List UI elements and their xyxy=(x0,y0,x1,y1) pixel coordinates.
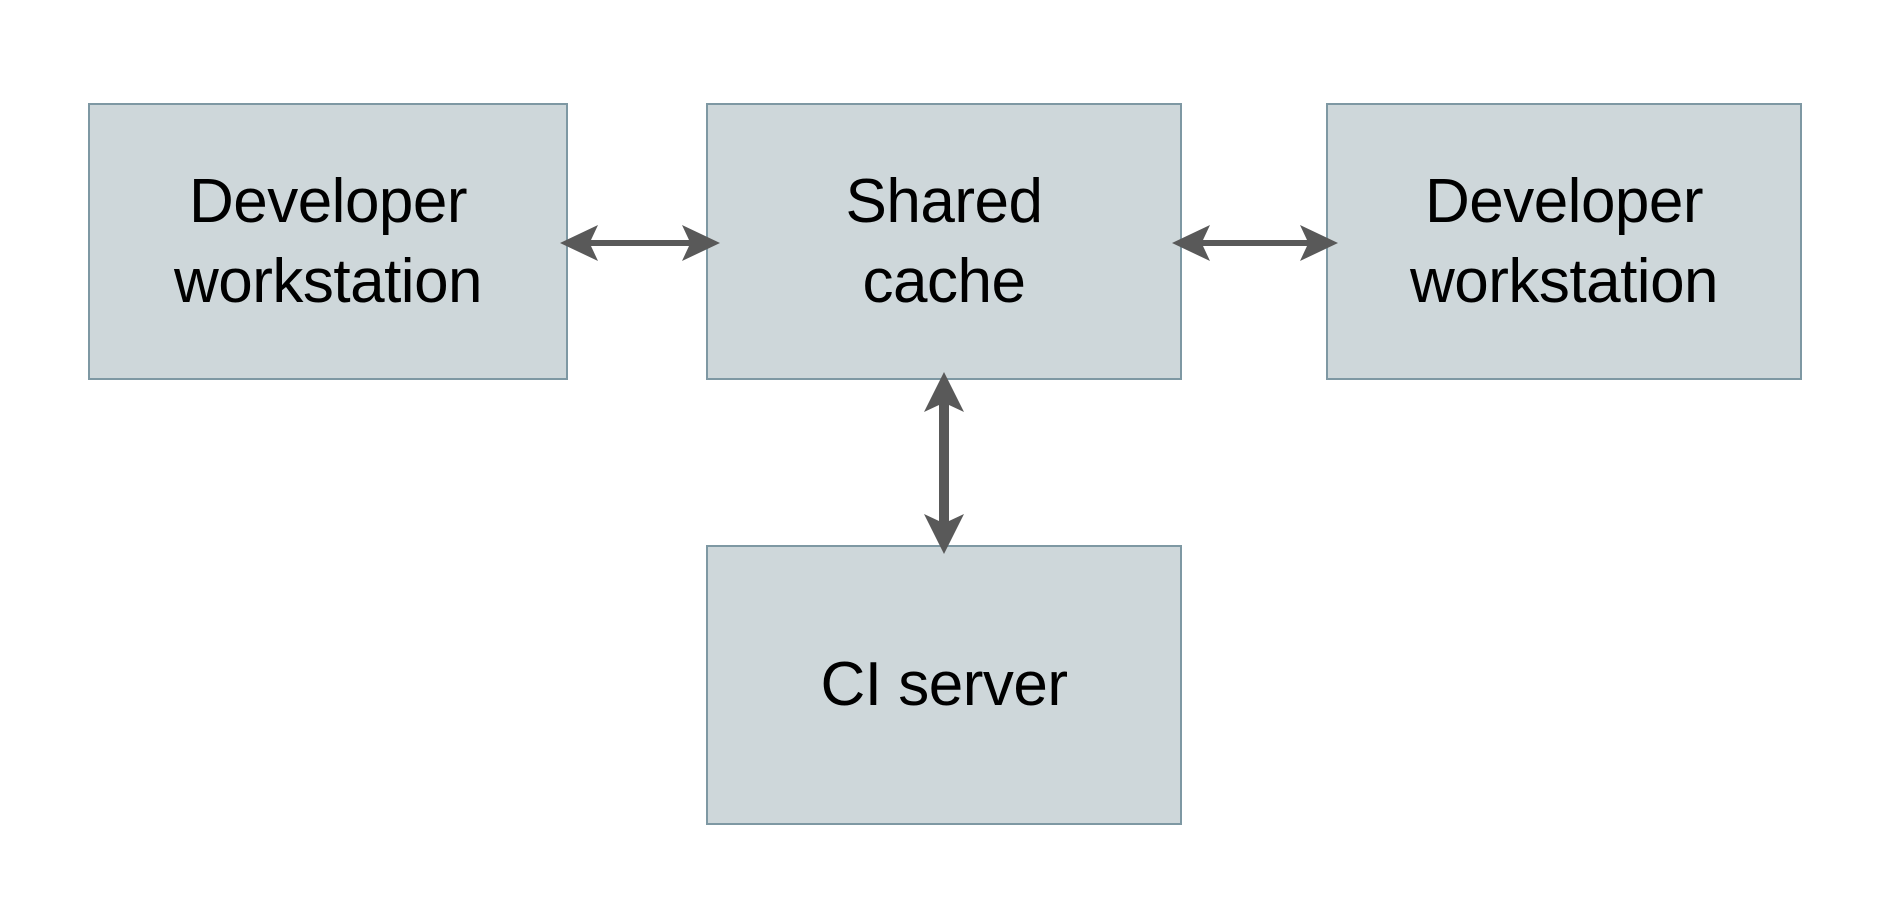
edge-developer-workstation-left-to-shared-cache[interactable] xyxy=(560,212,720,274)
node-label: Developer workstation xyxy=(173,167,483,316)
edge-shared-cache-to-ci-server[interactable] xyxy=(912,372,976,554)
node-shared-cache[interactable]: Shared cache xyxy=(706,103,1182,380)
double-arrow-icon xyxy=(924,372,964,554)
edge-shared-cache-to-developer-workstation-right[interactable] xyxy=(1172,212,1338,274)
node-label: Developer workstation xyxy=(1409,167,1719,316)
double-arrow-icon xyxy=(560,225,720,261)
node-label: Shared cache xyxy=(845,167,1043,316)
node-ci-server[interactable]: CI server xyxy=(706,545,1182,825)
double-arrow-icon xyxy=(1172,225,1338,261)
node-developer-workstation-left[interactable]: Developer workstation xyxy=(88,103,568,380)
node-label: CI server xyxy=(820,650,1068,720)
node-developer-workstation-right[interactable]: Developer workstation xyxy=(1326,103,1802,380)
